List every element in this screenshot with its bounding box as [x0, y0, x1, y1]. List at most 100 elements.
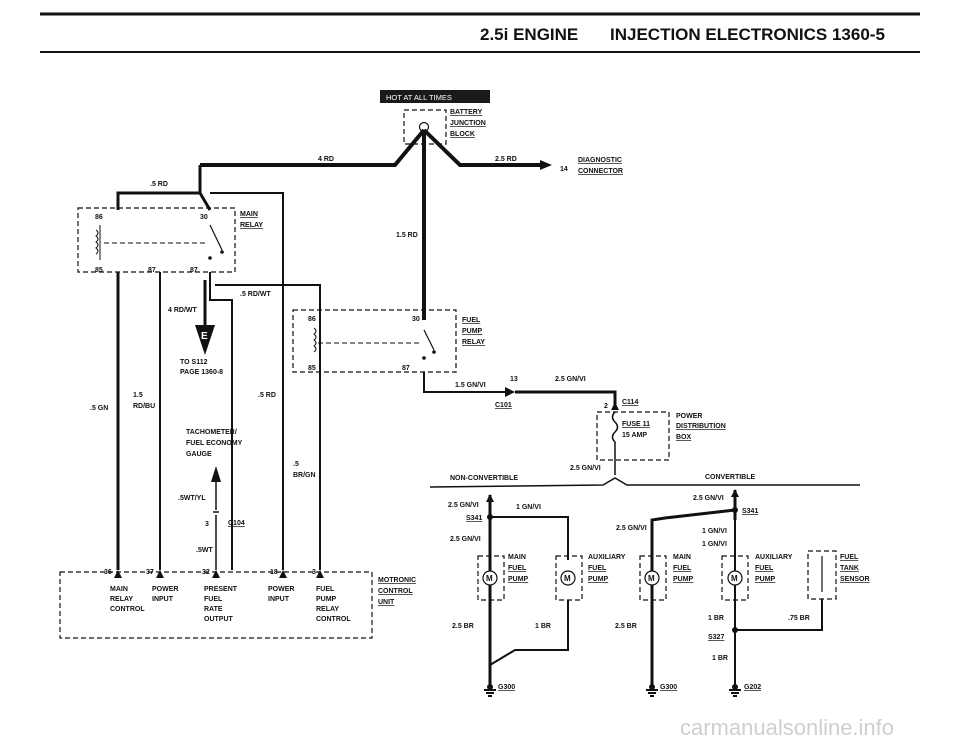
- nc-main-pump-1: MAIN: [508, 554, 526, 561]
- tach-gauge-1: TACHOMETER/: [186, 429, 237, 436]
- fuse-1: FUSE 11: [622, 421, 650, 428]
- wire-5brgn-1: .5: [293, 461, 299, 468]
- cv-wire-1br: 1 BR: [708, 615, 724, 622]
- fp-relay-pin-86: 86: [308, 316, 316, 323]
- main-relay-label-1: MAIN: [240, 211, 258, 218]
- to-s112-arrow: [195, 325, 215, 355]
- cv-wire-1gnvi-a: 1 GN/VI: [702, 528, 727, 535]
- cv-wire-25gnvi-b: 2.5 GN/VI: [616, 525, 647, 532]
- non-convertible-branch: 2.5 GN/VI S341 2.5 GN/VI 1 GN/VI M MAIN …: [448, 494, 626, 697]
- nc-wire-25br: 2.5 BR: [452, 623, 474, 630]
- nc-wire-25gnvi-a: 2.5 GN/VI: [448, 502, 479, 509]
- tach-gauge-2: FUEL ECONOMY: [186, 440, 243, 447]
- diagnostic-connector-1: DIAGNOSTIC: [578, 157, 622, 164]
- ecu-f1-2: RELAY: [110, 596, 133, 603]
- ecu-f4-2: INPUT: [268, 596, 290, 603]
- c101-connector: [505, 387, 515, 397]
- nc-main-pump-2: FUEL: [508, 565, 527, 572]
- cv-wire-1br-b: 1 BR: [712, 655, 728, 662]
- cv-main-pump-2: FUEL: [673, 565, 692, 572]
- c114: C114: [622, 399, 638, 406]
- ecu-pin-37: 37: [146, 569, 154, 576]
- convertible: CONVERTIBLE: [705, 474, 756, 481]
- main-relay: 86 30 85 87 87 MAIN RELAY: [77, 207, 263, 274]
- fp-relay-label-2: PUMP: [462, 328, 483, 335]
- fuel-tank-sensor-3: SENSOR: [840, 576, 870, 583]
- cv-main-pump-box: [639, 555, 667, 601]
- hot-badge: HOT AT ALL TIMES: [386, 93, 452, 102]
- tach-gauge-3: GAUGE: [186, 451, 212, 458]
- wire-5gn: .5 GN: [90, 405, 108, 412]
- nc-main-pump-m: M: [486, 574, 493, 583]
- wire-5wtyl: .5WT/YL: [178, 495, 206, 502]
- nc-g300: G300: [498, 684, 515, 691]
- cv-main-pump-3: PUMP: [673, 576, 694, 583]
- battery-label-1: BATTERY: [450, 109, 483, 116]
- power-distribution-box: 2 C114 FUSE 11 15 AMP POWER DISTRIBUTION…: [596, 399, 726, 475]
- fp-relay-pin-85: 85: [308, 365, 316, 372]
- ecu-f3-3: RATE: [204, 606, 223, 613]
- ecu-f2-1: POWER: [152, 586, 178, 593]
- main-relay-pin-87a: 87: [148, 267, 156, 274]
- c104-pin: 3: [205, 521, 209, 528]
- fuel-tank-sensor-1: FUEL: [840, 554, 859, 561]
- main-relay-pin-86: 86: [95, 214, 103, 221]
- wire-5rdwt: .5 RD/WT: [240, 291, 271, 298]
- ecu-f1-1: MAIN: [110, 586, 128, 593]
- cv-g300: G300: [660, 684, 677, 691]
- wire-relay-to-c101: [423, 372, 505, 393]
- to-s112-1: TO S112: [180, 359, 208, 366]
- split-line: [429, 477, 860, 488]
- cv-s341: S341: [742, 508, 758, 515]
- wire-5brgn-2: BR/GN: [293, 472, 316, 479]
- wire-5wtyl-path: [213, 482, 219, 570]
- ecu-pin-18: 18: [270, 569, 278, 576]
- ecu-f5-4: CONTROL: [316, 616, 351, 623]
- fp-relay-pin-87: 87: [402, 365, 410, 372]
- battery-wires: [200, 128, 540, 320]
- fuel-tank-sensor-2: TANK: [840, 565, 859, 572]
- ecu-f2-2: INPUT: [152, 596, 174, 603]
- ecu-f5-2: PUMP: [316, 596, 337, 603]
- ecu-f4-1: POWER: [268, 586, 294, 593]
- ecu-f3-4: OUTPUT: [204, 616, 234, 623]
- motronic-control-unit: 36 37 32 18 3 MAIN RELAY CONTROL POWER I…: [59, 569, 416, 639]
- nc-aux-pump-1: AUXILIARY: [588, 554, 626, 561]
- wire-15rdbu-1: 1.5: [133, 392, 143, 399]
- wire-15rd: 1.5 RD: [396, 232, 418, 239]
- watermark: carmanualsonline.info: [680, 715, 894, 740]
- nc-wire-1gnvi: 1 GN/VI: [516, 504, 541, 511]
- pdb-label-2: DISTRIBUTION: [676, 423, 726, 430]
- wire-25gnvi-fuse: 2.5 GN/VI: [570, 465, 601, 472]
- battery-label-2: JUNCTION: [450, 120, 486, 127]
- fp-relay-label-3: RELAY: [462, 339, 485, 346]
- fp-relay-label-1: FUEL: [462, 317, 481, 324]
- c101-pin: 13: [510, 376, 518, 383]
- c101: C101: [495, 402, 512, 409]
- wire-rd-down: [210, 192, 284, 570]
- motronic-label-3: UNIT: [378, 599, 395, 606]
- wire-5rd-top: .5 RD: [150, 181, 168, 188]
- cv-aux-pump-3: PUMP: [755, 576, 776, 583]
- battery-label-3: BLOCK: [450, 131, 475, 138]
- cv-wire-75br: .75 BR: [788, 615, 810, 622]
- cv-s327: S327: [708, 634, 724, 641]
- nc-wire-1br: 1 BR: [535, 623, 551, 630]
- nc-s341: S341: [466, 515, 482, 522]
- cv-aux-pump-1: AUXILIARY: [755, 554, 793, 561]
- nc-wire-25gnvi-b: 2.5 GN/VI: [450, 536, 481, 543]
- fp-relay-pin-30: 30: [412, 316, 420, 323]
- hot-badge-bg: [380, 90, 490, 103]
- wire-25gnvi-top: 2.5 GN/VI: [555, 376, 586, 383]
- ecu-pin-3: 3: [312, 569, 316, 576]
- pdb-label-3: BOX: [676, 434, 692, 441]
- wire-15gnvi: 1.5 GN/VI: [455, 382, 486, 389]
- ecu-pin-32: 32: [202, 569, 210, 576]
- e-symbol: E: [201, 331, 208, 342]
- main-relay-pin-87b: 87: [190, 267, 198, 274]
- ecu-f5-1: FUEL: [316, 586, 335, 593]
- motronic-label-1: MOTRONIC: [378, 577, 416, 584]
- ecu-f3-1: PRESENT: [204, 586, 238, 593]
